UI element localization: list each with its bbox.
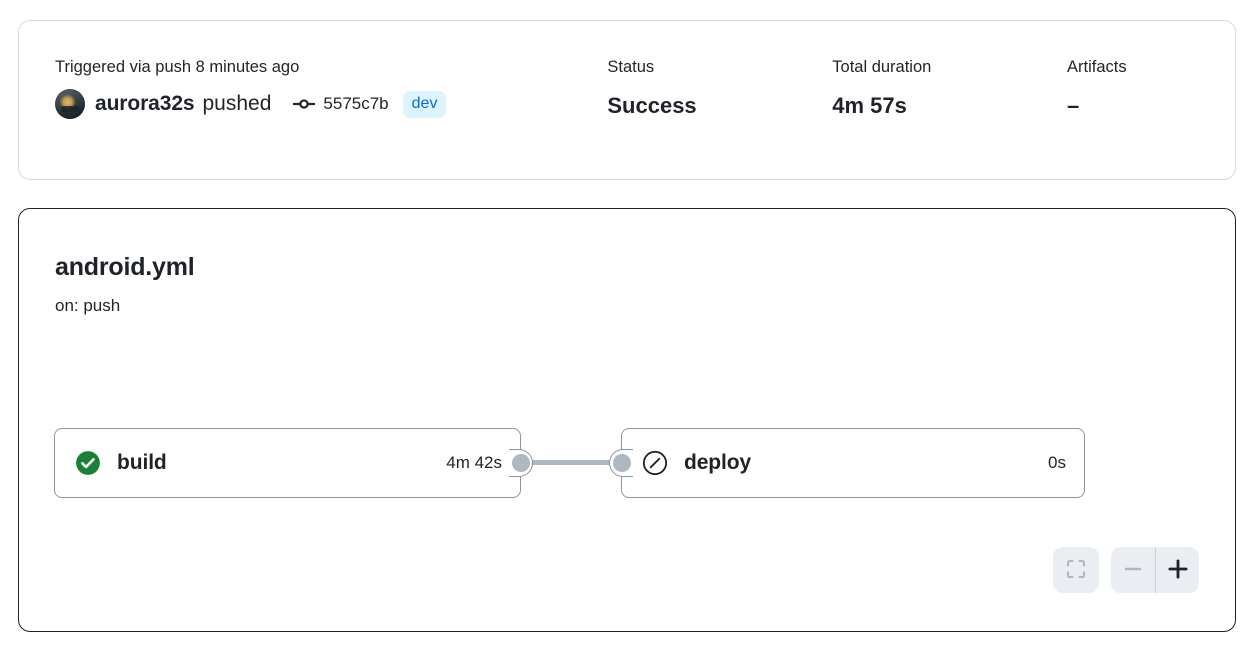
duration-value: 4m 57s bbox=[832, 93, 907, 118]
zoom-in-button[interactable] bbox=[1155, 547, 1199, 593]
duration-column: Total duration 4m 57s bbox=[832, 57, 1067, 120]
fit-to-screen-button[interactable] bbox=[1053, 547, 1099, 593]
duration-label: Total duration bbox=[832, 58, 932, 76]
job-node-deploy[interactable]: deploy 0s bbox=[621, 428, 1085, 498]
fit-screen-icon bbox=[1064, 557, 1088, 584]
workflow-file-name: android.yml bbox=[55, 253, 195, 281]
actor-name[interactable]: aurora32s bbox=[95, 92, 195, 115]
job-duration-build: 4m 42s bbox=[446, 453, 502, 472]
zoom-out-button[interactable] bbox=[1111, 547, 1155, 593]
pusher-line: aurora32s pushed 5575c7b dev bbox=[55, 89, 607, 119]
edge-build-to-deploy bbox=[524, 460, 620, 465]
avatar[interactable] bbox=[55, 89, 85, 119]
run-summary-card: Triggered via push 8 minutes ago aurora3… bbox=[18, 20, 1236, 180]
status-column: Status Success bbox=[607, 57, 832, 120]
status-value: Success bbox=[607, 93, 697, 118]
job-node-build[interactable]: build 4m 42s bbox=[54, 428, 521, 498]
job-duration-deploy: 0s bbox=[1048, 453, 1066, 472]
run-summary-grid: Triggered via push 8 minutes ago aurora3… bbox=[55, 57, 1215, 120]
graph-zoom-controls bbox=[1053, 547, 1199, 593]
minus-icon bbox=[1121, 557, 1145, 584]
status-label: Status bbox=[607, 58, 655, 76]
output-port-build bbox=[512, 454, 530, 472]
input-port-deploy bbox=[613, 454, 631, 472]
commit-sha[interactable]: 5575c7b bbox=[323, 94, 389, 113]
workflow-graph-card: android.yml on: push build 4m 42s bbox=[18, 208, 1236, 632]
trigger-column: Triggered via push 8 minutes ago aurora3… bbox=[55, 57, 607, 119]
git-commit-icon bbox=[293, 93, 316, 115]
artifacts-value: – bbox=[1067, 93, 1080, 118]
branch-badge[interactable]: dev bbox=[402, 90, 447, 118]
workflow-trigger: on: push bbox=[55, 296, 121, 315]
action-word: pushed bbox=[202, 92, 272, 115]
artifacts-column: Artifacts – bbox=[1067, 57, 1215, 120]
check-circle-icon bbox=[75, 450, 101, 476]
zoom-button-group bbox=[1111, 547, 1199, 593]
trigger-text: Triggered via push 8 minutes ago bbox=[55, 58, 300, 76]
skip-circle-icon bbox=[642, 450, 668, 476]
artifacts-label: Artifacts bbox=[1067, 58, 1127, 76]
job-name-deploy: deploy bbox=[684, 451, 752, 474]
plus-icon bbox=[1165, 556, 1191, 585]
job-name-build: build bbox=[117, 451, 167, 474]
